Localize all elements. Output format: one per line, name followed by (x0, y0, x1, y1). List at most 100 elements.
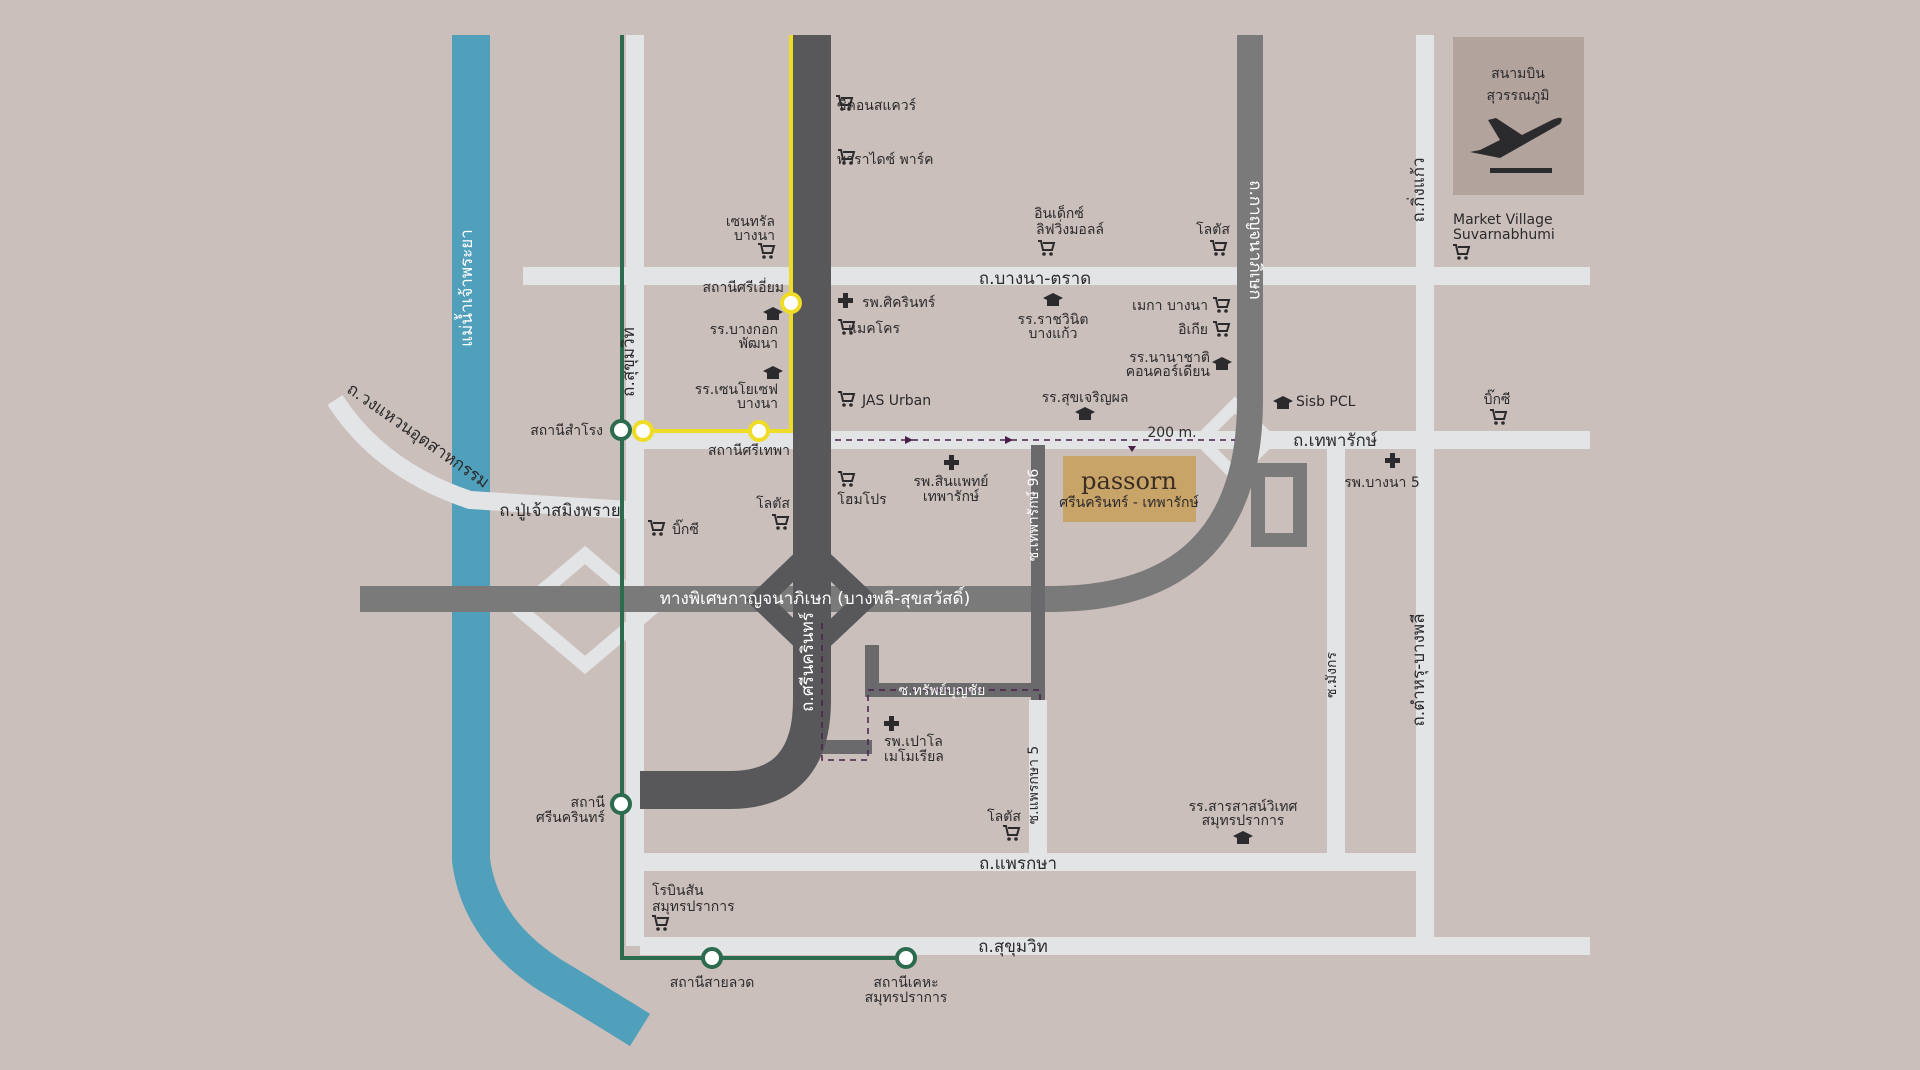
cart-icon (772, 514, 790, 530)
graduation-cap-icon (1075, 407, 1095, 420)
seacon-label: ซีคอนสแควร์ (837, 97, 917, 114)
kheha-label-2: สมุทรปราการ (865, 990, 948, 1006)
si-iam-label: สถานีศรีเอี่ยม (703, 278, 784, 296)
sarasas-label-2: สมุทรปราการ (1202, 813, 1285, 829)
yellow-samrong-dot (632, 420, 654, 442)
route-soi (821, 620, 1041, 761)
srinakarin-station-label-2: ศรีนครินทร์ (536, 809, 606, 826)
hospital-pois: รพ.ศิครินทร์ รพ.สินแพทย์ เทพารักษ์ รพ.บา… (862, 294, 1420, 765)
sinphaet-label-2: เทพารักษ์ (923, 488, 980, 505)
cart-icon (838, 391, 856, 407)
rail-lines (620, 35, 908, 960)
green-line (620, 35, 908, 960)
srinakarin-label: ถ.ศรีนครินทร์ (798, 612, 818, 712)
pu-chao-label: ถ.ปู่เจ้าสมิงพราย (499, 501, 621, 521)
ikea-label: อิเกีย (1178, 322, 1208, 338)
chao-phraya-river (452, 35, 651, 1047)
sinphaet-label-1: รพ.สินแพทย์ (914, 473, 989, 490)
sukcharoen-label: รร.สุขเจริญผล (1042, 390, 1129, 406)
airplane-takeoff-icon (1470, 117, 1562, 173)
hospital-cross-icon (884, 716, 899, 731)
si-iam-station-dot (780, 292, 802, 314)
theparak96-label: ซ.เทพารักษ์ 96 (1025, 469, 1042, 562)
graduation-cap-icon (1212, 357, 1232, 370)
bangna-trad-label: ถ.บางนา-ตราด (979, 269, 1091, 289)
index-label-1: อินเด็กซ์ (1034, 204, 1084, 222)
distance-label: 200 m. (1147, 425, 1196, 441)
cart-icon (652, 915, 670, 931)
sisb-label: Sisb PCL (1296, 394, 1356, 410)
sai-luat-station-dot (701, 947, 723, 969)
homepro-label: โฮมโปร (837, 491, 887, 508)
central-label-1: เซนทรัล (726, 214, 775, 230)
sukhumvit-h-label: ถ.สุขุมวิท (978, 937, 1048, 957)
passorn-badge (1063, 456, 1196, 522)
cart-icon (1490, 409, 1508, 425)
srinakarin-station-label-1: สถานี (571, 795, 606, 811)
kanchana-v-label: ถ.กาญจนาภิเษก (1245, 180, 1265, 300)
patana-label-1: รร.บางกอก (710, 322, 778, 338)
sikarin-label: รพ.ศิครินทร์ (862, 294, 936, 311)
airport-name-1: สนามบิน (1491, 66, 1545, 82)
praeksa5-label: ซ.แพรกษา 5 (1026, 746, 1042, 825)
hospital-cross-icon (838, 293, 853, 308)
praeksa-label: ถ.แพรกษา (979, 854, 1057, 874)
cart-icon (838, 149, 856, 165)
access-route (821, 439, 1235, 761)
shop-pois: ซีคอนสแควร์ พาราไดซ์ พาร์ค เซนทรัล บางนา… (652, 97, 1555, 915)
sai-luat-label: สถานีสายลวด (670, 975, 755, 991)
concordian-label-2: คอนคอร์เดียน (1126, 363, 1211, 380)
graduation-cap-icon (763, 307, 783, 320)
ratchawinit-label-1: รร.ราชวินิต (1018, 312, 1089, 328)
sap-label: ซ.ทรัพย์บุญชัย (899, 682, 986, 699)
graduation-cap-icon (763, 366, 783, 379)
mega-label: เมกา บางนา (1132, 298, 1208, 314)
samrong-label: สถานีสำโรง (530, 422, 603, 439)
ratchawinit-label-2: บางแก้ว (1029, 326, 1078, 342)
kanchana-v-road (1049, 35, 1263, 612)
airport-name-2: สุวรรณภูมิ (1487, 88, 1550, 104)
paolo-label-1: รพ.เปาโล (884, 733, 943, 750)
srinakarin-curve (640, 699, 831, 809)
stjoseph-label-2: บางนา (737, 396, 778, 412)
project-sub: ศรีนครินทร์ - เทพารักษ์ (1059, 494, 1199, 511)
bangna5-label: รพ.บางนา 5 (1344, 475, 1420, 491)
king-kaew-label: ถ.กิ่งแก้ว (1406, 157, 1429, 222)
cart-icon (838, 319, 856, 335)
sarasas-label-1: รร.สารสาสน์วิเทศ (1189, 798, 1298, 815)
concordian-label-1: รร.นานาชาติ (1129, 350, 1210, 366)
theparak-label: ถ.เทพารักษ์ (1293, 431, 1378, 451)
cart-icon (648, 520, 666, 536)
hospital-cross-icon (1385, 453, 1400, 468)
route-arrows (905, 436, 1136, 452)
srinakarin-station-dot (610, 793, 632, 815)
makro-label: แมคโคร (848, 320, 901, 337)
paradise-label: พาราไดซ์ พาร์ค (837, 151, 934, 168)
cart-icon (1038, 240, 1056, 256)
cart-icon (1453, 244, 1471, 260)
major-roads (360, 35, 1307, 809)
cart-icon (836, 95, 854, 111)
cart-icon (1210, 240, 1228, 256)
bigc-right-label: บิ๊กซี (1484, 389, 1511, 408)
stations (610, 292, 917, 969)
srinakarin-interchange (745, 536, 880, 664)
index-label-2: ลิฟวิ่งมอลล์ (1036, 220, 1104, 238)
stjoseph-label-1: รร.เซนโยเซฟ (695, 381, 778, 398)
kheha-station-dot (895, 947, 917, 969)
graduation-cap-icon (1043, 293, 1063, 306)
market-label-2: Suvarnabhumi (1453, 227, 1555, 243)
mangkorn-label: ซ.มังกร (1324, 652, 1340, 698)
river-label: แม่น้ำเจ้าพระยา (454, 229, 477, 347)
market-label-1: Market Village (1453, 212, 1553, 228)
hospital-cross-icon (944, 455, 959, 470)
cart-icon (1213, 321, 1231, 337)
sukhumvit-v-label: ถ.สุขุมวิท (619, 327, 639, 397)
si-thepha-station-dot (748, 420, 770, 442)
lotus-top-label: โลตัส (1196, 221, 1230, 238)
paolo-label-2: เมโมเรียล (884, 748, 944, 765)
lotus-mid-label: โลตัส (756, 495, 790, 512)
station-labels: สถานีศรีเอี่ยม สถานีสำโรง สถานีศรีเทพา ส… (530, 278, 948, 1006)
